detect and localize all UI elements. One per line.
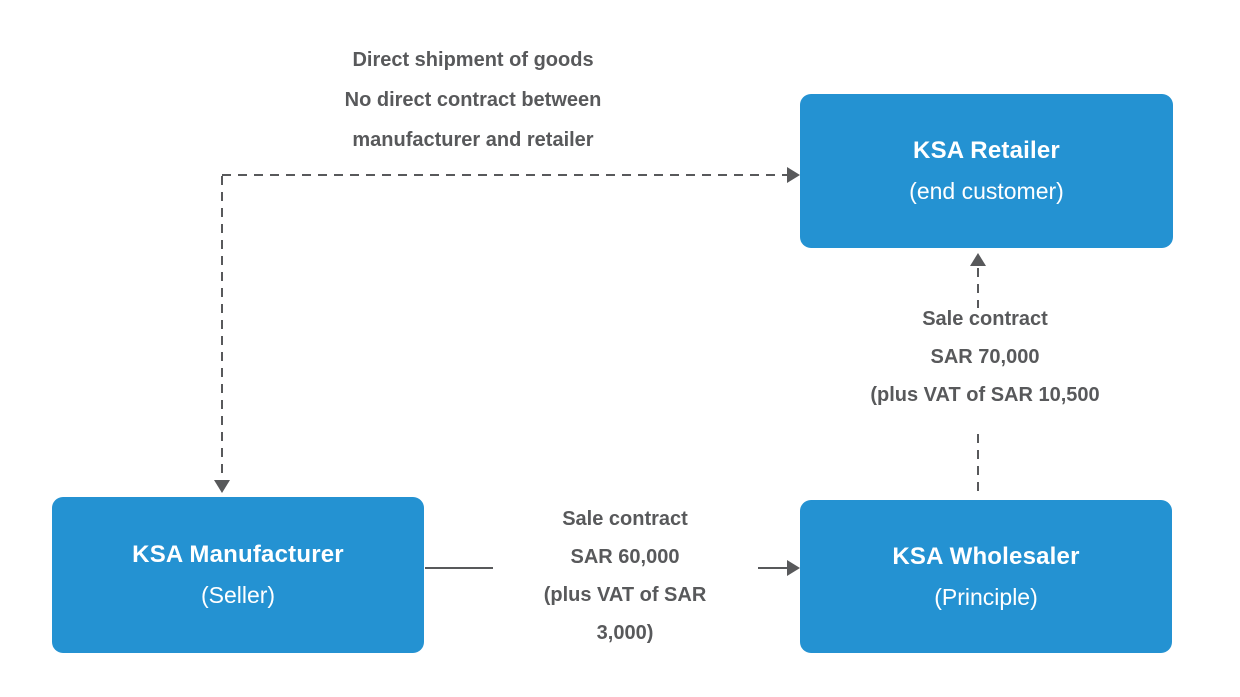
node-ksa-manufacturer-title: KSA Manufacturer (132, 541, 344, 568)
direct-shipment-label: Direct shipment of goods No direct contr… (248, 40, 698, 160)
solid-line-left-segment (425, 567, 493, 569)
dashed-connector-vertical (221, 176, 223, 480)
arrowhead-into-retailer (787, 167, 800, 183)
node-ksa-retailer-subtitle: (end customer) (909, 178, 1064, 204)
wholesaler-sale-line-3: (plus VAT of SAR 10,500 (870, 384, 1100, 406)
node-ksa-wholesaler-subtitle: (Principle) (934, 583, 1038, 610)
direct-shipment-line-2: No direct contract between (344, 89, 602, 111)
dashed-connector-horizontal (222, 174, 790, 176)
manufacturer-sale-line-1: Sale contract (562, 508, 688, 530)
wholesaler-sale-line-1: Sale contract (922, 308, 1048, 330)
node-ksa-manufacturer: KSA Manufacturer (Seller) (52, 497, 424, 653)
solid-line-right-segment (758, 567, 789, 569)
manufacturer-sale-line-3: (plus VAT of SAR (543, 584, 707, 606)
arrowhead-into-wholesaler (787, 560, 800, 576)
node-ksa-retailer-title: KSA Retailer (913, 137, 1060, 164)
manufacturer-sale-label: Sale contract SAR 60,000 (plus VAT of SA… (495, 500, 755, 652)
node-ksa-manufacturer-subtitle: (Seller) (200, 582, 276, 608)
node-ksa-retailer: KSA Retailer (end customer) (800, 94, 1173, 248)
node-ksa-wholesaler-title: KSA Wholesaler (892, 542, 1080, 570)
manufacturer-sale-line-4: 3,000) (596, 622, 654, 644)
arrowhead-up-into-retailer (970, 253, 986, 266)
node-ksa-wholesaler: KSA Wholesaler (Principle) (800, 500, 1172, 653)
arrowhead-into-manufacturer (214, 480, 230, 493)
direct-shipment-line-1: Direct shipment of goods (352, 49, 594, 71)
wholesaler-sale-label: Sale contract SAR 70,000 (plus VAT of SA… (815, 300, 1155, 414)
direct-shipment-line-3: manufacturer and retailer (352, 129, 594, 151)
dashed-line-upper-segment (977, 268, 979, 308)
dashed-line-lower-segment (977, 434, 979, 498)
manufacturer-sale-line-2: SAR 60,000 (570, 546, 680, 568)
wholesaler-sale-line-2: SAR 70,000 (930, 346, 1040, 368)
